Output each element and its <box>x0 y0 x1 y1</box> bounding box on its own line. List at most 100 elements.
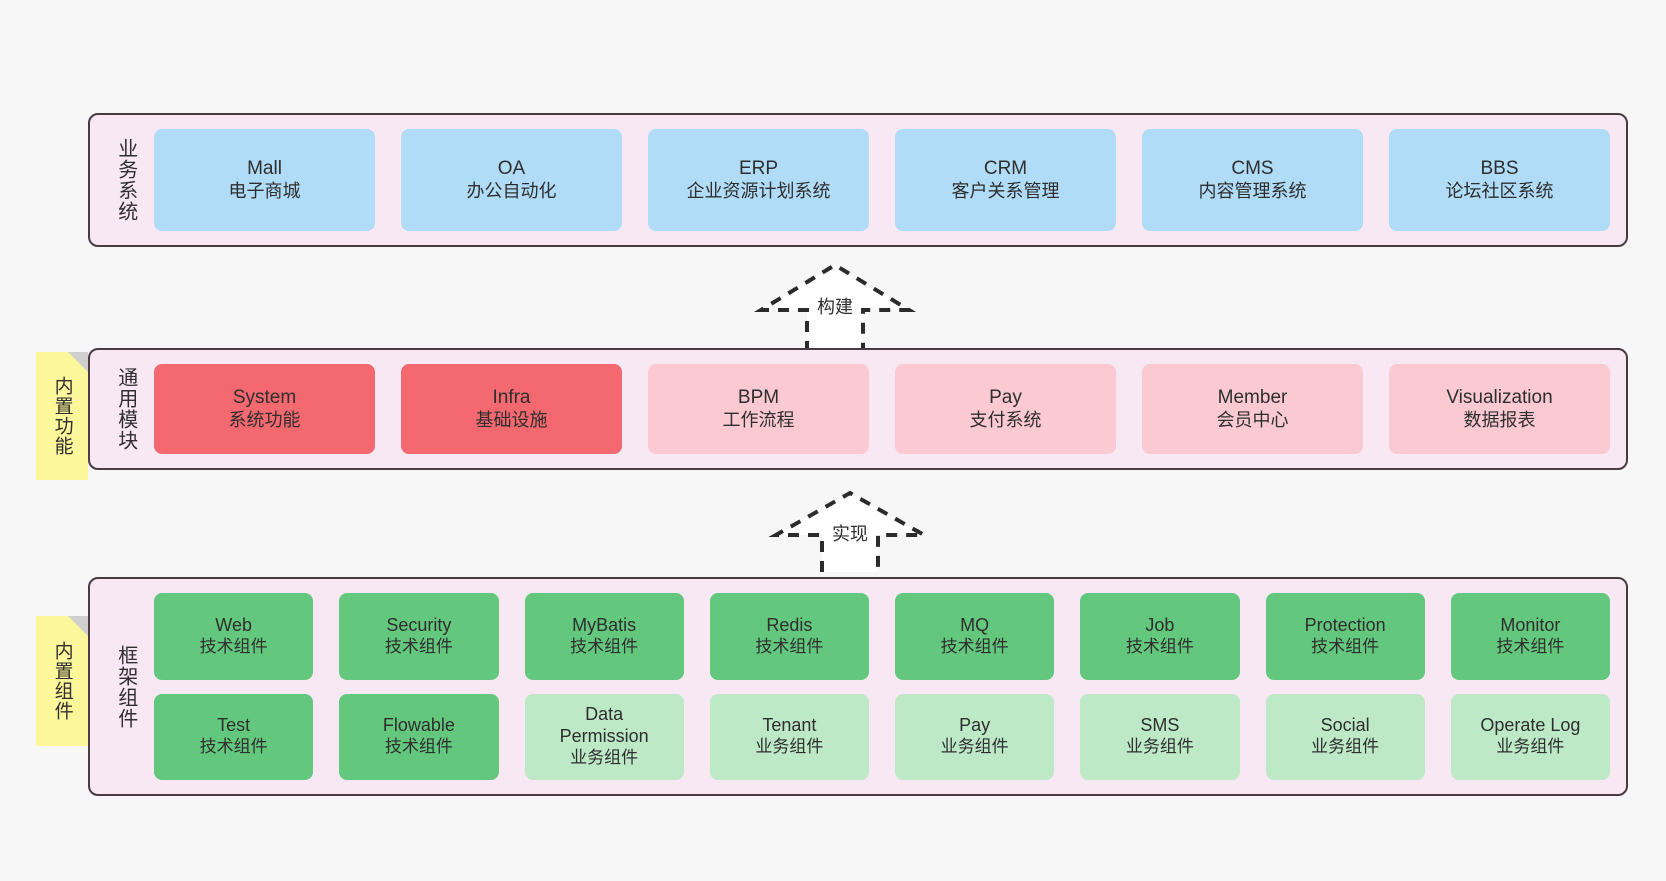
node-subtitle: 技术组件 <box>570 636 639 656</box>
node-web[interactable]: Web 技术组件 <box>154 593 314 680</box>
node-subtitle: 客户关系管理 <box>951 180 1060 201</box>
node-pay[interactable]: Pay 支付系统 <box>895 364 1116 454</box>
node-subtitle: 论坛社区系统 <box>1445 180 1554 201</box>
node-bpm[interactable]: BPM 工作流程 <box>648 364 869 454</box>
node-subtitle: 业务组件 <box>1496 737 1565 757</box>
node-title: Test <box>217 715 251 736</box>
node-subtitle: 技术组件 <box>755 636 824 656</box>
node-subtitle: 业务组件 <box>1311 737 1380 757</box>
folded-corner-icon <box>68 616 88 636</box>
layer-label-business-systems: 业务系统 <box>114 138 137 222</box>
node-subtitle: 技术组件 <box>384 636 453 656</box>
sticky-note-label: 内置组件 <box>51 641 73 721</box>
node-subtitle: 技术组件 <box>940 636 1009 656</box>
layer-framework-components: 框架组件 Web 技术组件 Security 技术组件 MyBatis 技术组件… <box>88 577 1628 796</box>
node-title: CMS <box>1231 158 1274 180</box>
node-bbs[interactable]: BBS 论坛社区系统 <box>1389 129 1610 231</box>
sticky-note-builtin-features: 内置功能 <box>36 352 88 480</box>
node-mq[interactable]: MQ 技术组件 <box>895 593 1055 680</box>
node-system[interactable]: System 系统功能 <box>154 364 375 454</box>
node-subtitle: 业务组件 <box>755 737 824 757</box>
node-subtitle: 技术组件 <box>1311 636 1380 656</box>
node-title: Pay <box>989 387 1022 409</box>
layer-business-systems: 业务系统 Mall 电子商城 OA 办公自动化 ERP 企业资源计划系统 CRM… <box>88 113 1628 247</box>
arrow-build-label: 构建 <box>817 297 853 317</box>
node-crm[interactable]: CRM 客户关系管理 <box>895 129 1116 231</box>
node-title: OA <box>497 158 526 180</box>
node-cms[interactable]: CMS 内容管理系统 <box>1142 129 1363 231</box>
node-test[interactable]: Test 技术组件 <box>154 693 314 780</box>
node-subtitle: 办公自动化 <box>466 180 557 201</box>
node-operate-log[interactable]: Operate Log 业务组件 <box>1450 693 1610 780</box>
node-subtitle: 技术组件 <box>384 737 453 757</box>
node-pay-component[interactable]: Pay 业务组件 <box>895 693 1055 780</box>
layer-common-modules: 通用模块 System 系统功能 Infra 基础设施 BPM 工作流程 Pay… <box>88 348 1628 470</box>
node-infra[interactable]: Infra 基础设施 <box>401 364 622 454</box>
node-title: Job <box>1145 614 1175 635</box>
sticky-note-label: 内置功能 <box>51 376 73 456</box>
node-subtitle: 技术组件 <box>199 737 268 757</box>
node-subtitle: 电子商城 <box>228 180 301 201</box>
node-title: MyBatis <box>572 614 637 635</box>
node-title: MQ <box>960 614 990 635</box>
node-subtitle: 技术组件 <box>199 636 268 656</box>
node-data-permission[interactable]: Data Permission 业务组件 <box>524 693 684 780</box>
node-monitor[interactable]: Monitor 技术组件 <box>1450 593 1610 680</box>
node-visualization[interactable]: Visualization 数据报表 <box>1389 364 1610 454</box>
node-flowable[interactable]: Flowable 技术组件 <box>339 693 499 780</box>
node-erp[interactable]: ERP 企业资源计划系统 <box>648 129 869 231</box>
node-row: System 系统功能 Infra 基础设施 BPM 工作流程 Pay 支付系统… <box>154 364 1610 454</box>
node-title: ERP <box>738 158 779 180</box>
node-title: SMS <box>1140 715 1180 736</box>
node-oa[interactable]: OA 办公自动化 <box>401 129 622 231</box>
node-subtitle: 基础设施 <box>475 409 548 430</box>
node-security[interactable]: Security 技术组件 <box>339 593 499 680</box>
node-title: Tenant <box>762 715 817 736</box>
sticky-note-builtin-components: 内置组件 <box>36 616 88 746</box>
node-row: Web 技术组件 Security 技术组件 MyBatis 技术组件 Redi… <box>154 593 1610 680</box>
node-member[interactable]: Member 会员中心 <box>1142 364 1363 454</box>
node-title: Visualization <box>1446 387 1553 409</box>
node-title: Redis <box>766 614 813 635</box>
node-subtitle: 业务组件 <box>1125 737 1194 757</box>
folded-corner-icon <box>68 352 88 372</box>
node-subtitle: 业务组件 <box>940 737 1009 757</box>
node-redis[interactable]: Redis 技术组件 <box>709 593 869 680</box>
node-title: CRM <box>983 158 1028 180</box>
node-row: Test 技术组件 Flowable 技术组件 Data Permission … <box>154 693 1610 780</box>
layer-rows-business-systems: Mall 电子商城 OA 办公自动化 ERP 企业资源计划系统 CRM 客户关系… <box>152 115 1626 245</box>
node-subtitle: 内容管理系统 <box>1198 180 1307 201</box>
node-title: Data Permission <box>559 704 649 747</box>
node-protection[interactable]: Protection 技术组件 <box>1265 593 1425 680</box>
node-title: BBS <box>1480 158 1519 180</box>
node-title: Security <box>386 614 452 635</box>
node-social[interactable]: Social 业务组件 <box>1265 693 1425 780</box>
layer-rows-common-modules: System 系统功能 Infra 基础设施 BPM 工作流程 Pay 支付系统… <box>152 350 1626 468</box>
layer-rows-framework-components: Web 技术组件 Security 技术组件 MyBatis 技术组件 Redi… <box>152 579 1626 794</box>
node-subtitle: 会员中心 <box>1216 409 1289 430</box>
node-subtitle: 技术组件 <box>1125 636 1194 656</box>
node-job[interactable]: Job 技术组件 <box>1080 593 1240 680</box>
arrow-implement-label: 实现 <box>832 524 868 544</box>
node-title: Infra <box>492 387 531 409</box>
node-sms[interactable]: SMS 业务组件 <box>1080 693 1240 780</box>
node-title: System <box>232 387 297 409</box>
node-title: Web <box>215 614 252 635</box>
node-subtitle: 技术组件 <box>1496 636 1565 656</box>
node-mall[interactable]: Mall 电子商城 <box>154 129 375 231</box>
node-title: Operate Log <box>1480 715 1581 736</box>
node-title: Mall <box>247 158 282 180</box>
node-subtitle: 系统功能 <box>228 409 301 430</box>
node-title: Flowable <box>382 715 455 736</box>
node-title: BPM <box>737 387 780 409</box>
node-subtitle: 数据报表 <box>1463 409 1536 430</box>
layer-label-framework-components: 框架组件 <box>114 644 137 729</box>
node-row: Mall 电子商城 OA 办公自动化 ERP 企业资源计划系统 CRM 客户关系… <box>154 129 1610 231</box>
node-title: Social <box>1320 715 1370 736</box>
node-title: Monitor <box>1500 614 1561 635</box>
node-tenant[interactable]: Tenant 业务组件 <box>709 693 869 780</box>
node-subtitle: 业务组件 <box>570 748 639 768</box>
layer-label-common-modules: 通用模块 <box>114 367 137 451</box>
node-mybatis[interactable]: MyBatis 技术组件 <box>524 593 684 680</box>
